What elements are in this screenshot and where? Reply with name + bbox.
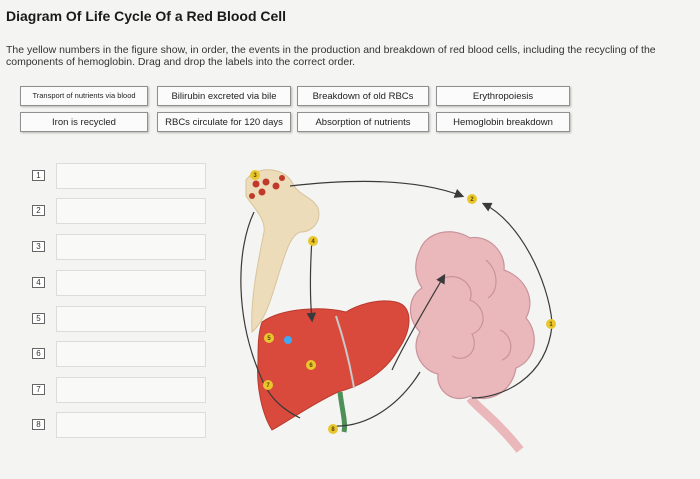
drop-slot-4[interactable]	[56, 270, 206, 296]
rbc-life-cycle-figure: 1 2 3 4 5 6 7 8	[240, 169, 556, 453]
marker-label: 1	[549, 322, 553, 328]
label-rbcs-circulate[interactable]: RBCs circulate for 120 days	[157, 112, 291, 132]
drop-slot-7[interactable]	[56, 377, 206, 403]
slot-row-8: 8	[30, 412, 210, 440]
marker-label: 2	[470, 197, 474, 203]
drop-slot-3[interactable]	[56, 234, 206, 260]
label-transport-nutrients[interactable]: Transport of nutrients via blood	[20, 86, 148, 106]
intestine-illustration	[409, 231, 535, 453]
label-erythropoiesis[interactable]: Erythropoiesis	[436, 86, 570, 106]
slot-row-5: 5	[30, 306, 210, 334]
slot-number: 7	[32, 384, 45, 395]
label-breakdown-old-rbcs[interactable]: Breakdown of old RBCs	[297, 86, 429, 106]
drop-slot-6[interactable]	[56, 341, 206, 367]
label-iron-recycled[interactable]: Iron is recycled	[20, 112, 148, 132]
label-bilirubin-excreted[interactable]: Bilirubin excreted via bile	[157, 86, 291, 106]
liver-illustration	[257, 300, 410, 433]
slot-row-3: 3	[30, 234, 210, 262]
label-hemoglobin-breakdown[interactable]: Hemoglobin breakdown	[436, 112, 570, 132]
slot-number: 3	[32, 241, 45, 252]
slot-number: 8	[32, 419, 45, 430]
drop-slot-1[interactable]	[56, 163, 206, 189]
marker-label: 7	[266, 383, 270, 389]
slot-row-1: 1	[30, 163, 210, 191]
marker-label: 3	[253, 173, 257, 179]
slot-row-7: 7	[30, 377, 210, 405]
slot-row-4: 4	[30, 270, 210, 298]
drop-slot-8[interactable]	[56, 412, 206, 438]
marker-label: 8	[331, 427, 335, 433]
slot-row-6: 6	[30, 341, 210, 369]
slot-number: 6	[32, 348, 45, 359]
slot-row-2: 2	[30, 198, 210, 226]
figure-markers: 1 2 3 4 5 6 7 8	[250, 170, 556, 434]
marker-label: 6	[309, 363, 313, 369]
marker-label: 5	[267, 336, 271, 342]
cycle-arrows	[240, 180, 553, 427]
slot-number: 4	[32, 277, 45, 288]
slot-number: 2	[32, 205, 45, 216]
drop-slot-5[interactable]	[56, 306, 206, 332]
slot-number: 5	[32, 313, 45, 324]
instructions-text: The yellow numbers in the figure show, i…	[6, 44, 656, 68]
label-absorption-nutrients[interactable]: Absorption of nutrients	[297, 112, 429, 132]
drop-slot-2[interactable]	[56, 198, 206, 224]
bone-illustration	[245, 169, 320, 334]
page-title: Diagram Of Life Cycle Of a Red Blood Cel…	[6, 8, 287, 24]
slot-number: 1	[32, 170, 45, 181]
marker-label: 4	[311, 239, 315, 245]
